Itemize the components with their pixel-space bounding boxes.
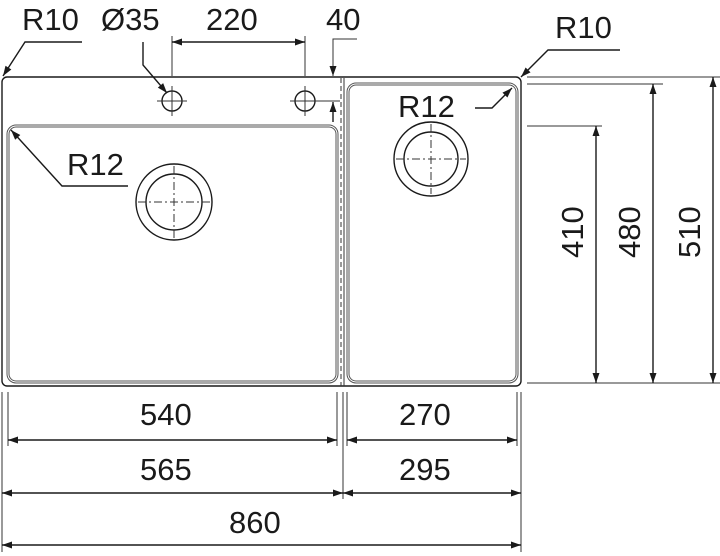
label-40: 40 — [326, 2, 360, 37]
label-480: 480 — [612, 206, 647, 258]
right-bowl — [346, 82, 519, 384]
label-r10-right: R10 — [555, 10, 612, 45]
label-540: 540 — [140, 397, 192, 432]
sink-outline — [1, 76, 522, 387]
dim-40-top — [329, 38, 357, 76]
label-d35: Ø35 — [101, 2, 160, 37]
left-bowl-inner — [7, 125, 338, 383]
label-270: 270 — [399, 397, 451, 432]
label-r12-left: R12 — [67, 147, 124, 182]
label-410: 410 — [555, 206, 590, 258]
r10-right-leader — [520, 49, 620, 78]
label-860: 860 — [229, 505, 281, 540]
label-565: 565 — [140, 452, 192, 487]
label-295: 295 — [399, 452, 451, 487]
r12-right-leader — [475, 87, 513, 109]
d35-leader — [142, 42, 168, 94]
right-drain — [393, 121, 469, 197]
r12-left-leader — [10, 129, 128, 187]
left-drain — [135, 163, 213, 241]
label-510: 510 — [672, 206, 707, 258]
label-220: 220 — [206, 2, 258, 37]
label-r10-left: R10 — [22, 2, 79, 37]
r10-left-leader — [2, 41, 82, 77]
label-r12-right: R12 — [398, 89, 455, 124]
tap-hole-1 — [157, 86, 187, 116]
right-bowl-inner — [347, 83, 518, 383]
